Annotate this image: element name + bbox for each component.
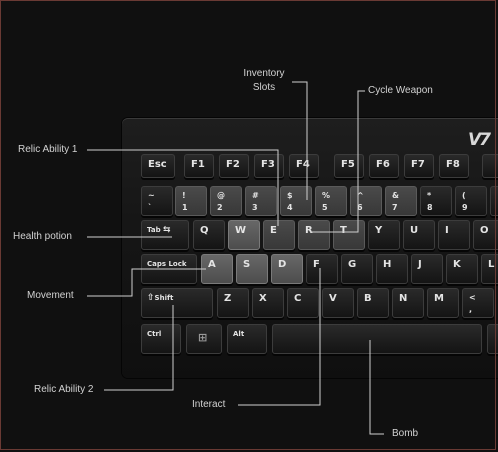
line-inventory-slots (292, 82, 307, 200)
label-health-potion: Health potion (13, 230, 72, 244)
line-interact (238, 268, 320, 405)
label-movement: Movement (27, 289, 74, 303)
line-relic-ability-1 (87, 150, 278, 226)
label-interact: Interact (192, 398, 225, 412)
label-bomb: Bomb (392, 427, 418, 441)
label-relic-ability-2: Relic Ability 2 (34, 383, 93, 397)
line-cycle-weapon (310, 91, 365, 232)
label-inventory-slots: Inventory Slots (238, 67, 290, 95)
line-bomb (370, 340, 384, 434)
line-relic-ability-2 (104, 305, 173, 390)
line-movement (87, 269, 206, 296)
label-relic-ability-1: Relic Ability 1 (18, 143, 77, 157)
label-cycle-weapon: Cycle Weapon (368, 84, 433, 98)
